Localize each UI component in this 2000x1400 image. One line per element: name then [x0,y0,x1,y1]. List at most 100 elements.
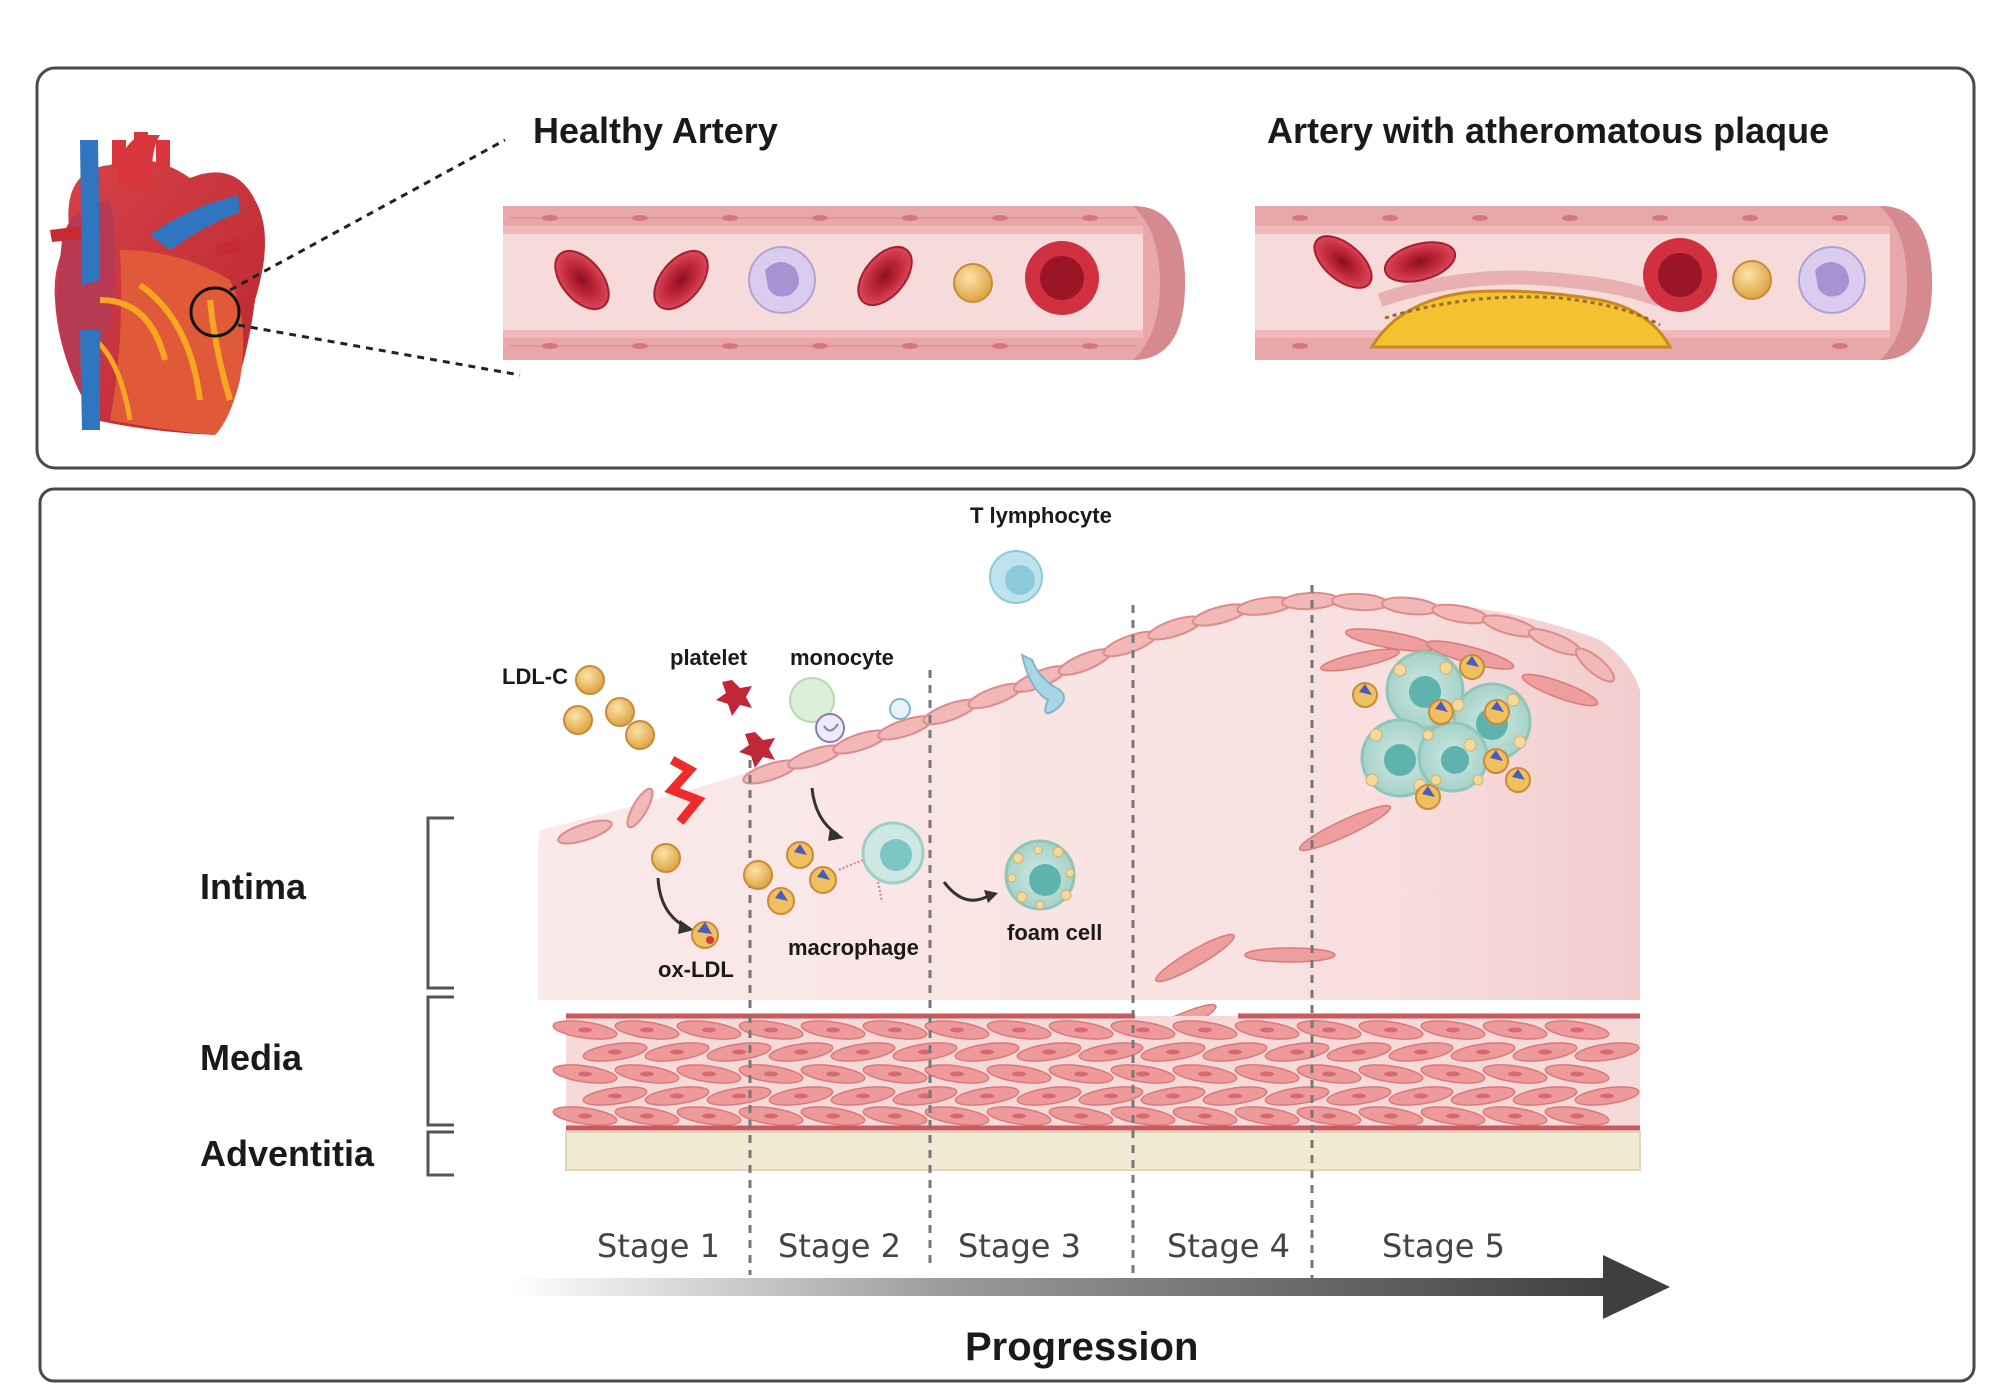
media-label: Media [200,1037,303,1078]
cell-nucleus [1508,1027,1522,1033]
healthy-artery-title: Healthy Artery [533,110,778,151]
heart-icon [50,132,266,435]
cell-nucleus [1352,1049,1366,1055]
cell-nucleus [1074,1027,1088,1033]
stage-5-label: Stage 5 [1382,1227,1505,1265]
cell-nucleus [1384,1027,1398,1033]
cell-nucleus [888,1071,902,1077]
cell-nucleus [1012,1027,1026,1033]
cell-nucleus [888,1113,902,1119]
cell-nucleus [608,1049,622,1055]
cell-nucleus [1228,1093,1242,1099]
ox-ldl-label: ox-LDL [658,957,734,982]
cell-nucleus [826,1027,840,1033]
cell-nucleus [1384,1113,1398,1119]
cell-nucleus [1508,1071,1522,1077]
t-lymphocyte-label: T lymphocyte [970,503,1112,528]
t-lymphocyte-icon [989,550,1065,715]
cell-nucleus [764,1113,778,1119]
foam-transform-arrow [942,881,991,902]
cell-nucleus [764,1071,778,1077]
cell-nucleus [1538,1093,1552,1099]
cell-nucleus [950,1027,964,1033]
plaque-artery-title: Artery with atheromatous plaque [1267,110,1829,151]
cell-nucleus [764,1027,778,1033]
cell-nucleus [702,1071,716,1077]
cell-nucleus [1228,1049,1242,1055]
cell-nucleus [1570,1071,1584,1077]
plaque-artery [1255,206,1932,360]
cell-nucleus [1136,1071,1150,1077]
macrophage-label: macrophage [788,935,919,960]
cell-nucleus [856,1093,870,1099]
foam-cell-cluster [1352,650,1532,810]
cell-nucleus [1012,1071,1026,1077]
cell-nucleus [1446,1027,1460,1033]
cell-nucleus [1322,1113,1336,1119]
stage-1-label: Stage 1 [597,1227,720,1265]
cell-nucleus [1074,1071,1088,1077]
cell-nucleus [1136,1113,1150,1119]
ldl-particle [953,263,993,303]
foam-cell-label: foam cell [1007,920,1102,945]
cell-nucleus [1260,1113,1274,1119]
cell-nucleus [1260,1027,1274,1033]
layer-brackets [426,816,454,1177]
cell-nucleus [1012,1113,1026,1119]
cell-nucleus [1446,1071,1460,1077]
white-blood-cell [1798,246,1866,314]
ox-ldl-particles [767,841,837,915]
cell-nucleus [1570,1113,1584,1119]
cell-nucleus [1538,1049,1552,1055]
stage-3-label: Stage 3 [958,1227,1081,1265]
monocyte-icon [789,677,911,743]
cell-nucleus [1166,1049,1180,1055]
macrophage-icon [837,821,925,903]
ldl-particle [1732,260,1772,300]
cell-nucleus [1414,1093,1428,1099]
media-layer [552,1013,1640,1131]
red-blood-cell [1025,241,1099,315]
cell-nucleus [1352,1093,1366,1099]
zoom-line-top [229,138,506,292]
cell-nucleus [980,1049,994,1055]
cell-nucleus [1074,1113,1088,1119]
cell-nucleus [1104,1049,1118,1055]
zoom-line-bottom [237,323,521,377]
cell-nucleus [578,1071,592,1077]
stage-dividers [748,585,1314,1280]
red-blood-cell [1313,235,1373,289]
cell-nucleus [640,1071,654,1077]
cell-nucleus [950,1113,964,1119]
cell-nucleus [1508,1113,1522,1119]
cell-nucleus [1166,1093,1180,1099]
progression-label: Progression [965,1325,1198,1369]
cell-nucleus [578,1113,592,1119]
platelet-label: platelet [670,645,748,670]
cell-nucleus [640,1027,654,1033]
cell-nucleus [1446,1113,1460,1119]
ox-ldl-particle [691,921,719,949]
coronary-focus-circle [189,286,241,338]
cell-nucleus [1198,1027,1212,1033]
cell-nucleus [1042,1049,1056,1055]
cell-nucleus [826,1113,840,1119]
red-blood-cell [653,249,709,311]
cell-nucleus [578,1027,592,1033]
adventitia-label: Adventitia [200,1133,375,1174]
progression-arrow [510,1255,1670,1319]
cell-nucleus [1570,1027,1584,1033]
adventitia-layer [565,1131,1641,1171]
cell-nucleus [1600,1093,1614,1099]
cell-nucleus [1104,1093,1118,1099]
cell-nucleus [1600,1049,1614,1055]
cell-nucleus [1476,1049,1490,1055]
cell-nucleus [1290,1093,1304,1099]
red-blood-cell [1643,238,1717,312]
cell-nucleus [1322,1027,1336,1033]
cell-nucleus [1042,1093,1056,1099]
red-blood-cell [857,245,913,307]
cell-nucleus [732,1049,746,1055]
intima-label: Intima [200,866,307,907]
